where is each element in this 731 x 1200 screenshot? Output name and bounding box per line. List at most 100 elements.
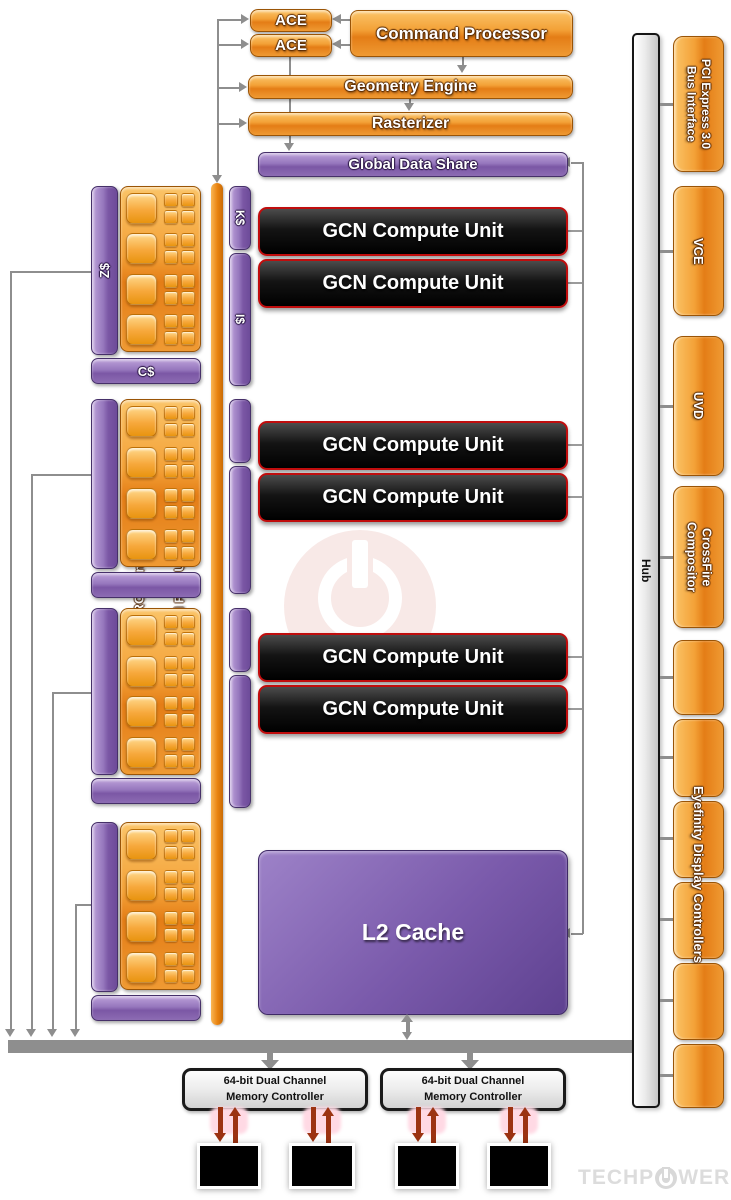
arrow-left-icon [332,14,341,24]
rop-texture-row [126,829,195,860]
vce-box: VCE [673,186,724,316]
shader-export-bus [211,183,223,1025]
crossfire-compositor-label: CrossFire Compositor [684,521,714,593]
rop-unit-subtile [181,655,195,670]
rop-unit-subtile [164,406,178,420]
rop-unit-quad [164,529,195,560]
c-cache-bar: C$ [91,358,201,384]
rop-unit-subtile [181,753,195,768]
techpowerup-watermark: TECHPWERUP [578,1166,731,1190]
rop-texture-row [126,193,195,224]
hub-label: Hub [639,558,653,583]
rop-units-texture [120,186,201,352]
memory-bus-bar [8,1040,635,1053]
rop-unit-subtile [181,330,195,345]
rop-texture-row [126,952,195,983]
red-arrow-up-icon [229,1107,241,1116]
rop-unit-subtile [164,273,178,288]
bus-line [409,99,411,104]
arrow-up-icon [401,1014,413,1022]
c-cache-bar [91,995,201,1021]
rop-unit-subtile [164,546,178,560]
rop-unit-subtile [181,632,195,646]
eyefinity-segment [673,963,724,1040]
arrow-down-icon [404,103,414,111]
rop-unit-quad [164,696,195,728]
rop-unit-subtile [164,952,178,966]
l2-cache-label: L2 Cache [361,919,465,945]
rop-unit-tile [126,696,157,728]
power-bar [664,1169,669,1178]
arrow-down-icon [284,143,294,151]
rop-unit-tile [126,313,157,345]
rop-unit-quad [164,273,195,305]
crossfire-compositor-box: CrossFire Compositor [673,486,724,628]
rop-unit-subtile [181,713,195,728]
rop-texture-row [126,529,195,560]
k-cache-bar: K$ [229,186,251,250]
rop-texture-row [126,870,195,901]
rop-unit-subtile [181,846,195,860]
arrow-down-icon [5,1029,15,1037]
ace-box-2: ACE [250,34,332,57]
memory-rw-arrows [406,1107,448,1144]
rop-unit-subtile [164,313,178,328]
rop-unit-subtile [164,330,178,345]
z-cache-bar [91,608,118,775]
rop-unit-quad [164,233,195,265]
eyefinity-segment [673,719,724,797]
rop-texture-row [126,233,195,265]
red-arrow-up [233,1115,238,1143]
memory-rw-arrows [208,1107,250,1144]
gcn-compute-unit-label: GCN Compute Unit [322,646,504,668]
rop-unit-subtile [181,250,195,265]
rop-unit-subtile [164,829,178,843]
rop-unit-subtile [181,952,195,966]
red-arrow-up-icon [427,1107,439,1116]
rop-unit-subtile [181,505,195,519]
rop-unit-subtile [164,736,178,751]
red-arrow-down [508,1107,513,1134]
arrow-right-icon [239,82,247,92]
rop-unit-subtile [164,464,178,478]
memory-rw-arrows [301,1107,343,1144]
rop-unit-tile [126,488,157,519]
bus-line [31,474,91,476]
red-arrow-up [523,1115,528,1143]
memory-chip [197,1143,261,1189]
bus-line [10,272,12,1029]
bus-line [340,19,351,21]
rop-unit-subtile [181,829,195,843]
red-arrow-up [431,1115,436,1143]
rop-unit-subtile [164,615,178,629]
bus-line [660,999,673,1002]
gcn-compute-unit: GCN Compute Unit [258,633,568,682]
eyefinity-segment [673,801,724,878]
arrow-left-icon [332,39,341,49]
bus-line [289,136,291,144]
rop-unit-tile [126,273,157,305]
rop-unit-quad [164,952,195,983]
memory-rw-arrows [498,1107,540,1144]
bus-line [660,918,673,921]
rop-texture-row [126,615,195,646]
rop-unit-subtile [181,273,195,288]
power-button-icon [655,1167,678,1189]
i-cache-bar [229,675,251,808]
memory-controller-box: 64-bit Dual Channel Memory Controller [380,1068,566,1111]
rop-unit-subtile [164,911,178,925]
rop-texture-row [126,488,195,519]
rop-unit-tile [126,952,157,983]
rop-unit-quad [164,736,195,768]
rop-unit-subtile [164,290,178,305]
rop-unit-tile [126,870,157,901]
k-cache-bar [229,399,251,463]
hub-bar: Hub [632,33,660,1108]
red-arrow-down-icon [307,1133,319,1142]
bus-line [10,271,91,273]
memory-controller-box: 64-bit Dual Channel Memory Controller [182,1068,368,1111]
z-cache-label: Z$ [97,262,112,279]
arrow-right-icon [241,39,249,49]
bus-line [340,44,351,46]
red-arrow-down-icon [412,1133,424,1142]
